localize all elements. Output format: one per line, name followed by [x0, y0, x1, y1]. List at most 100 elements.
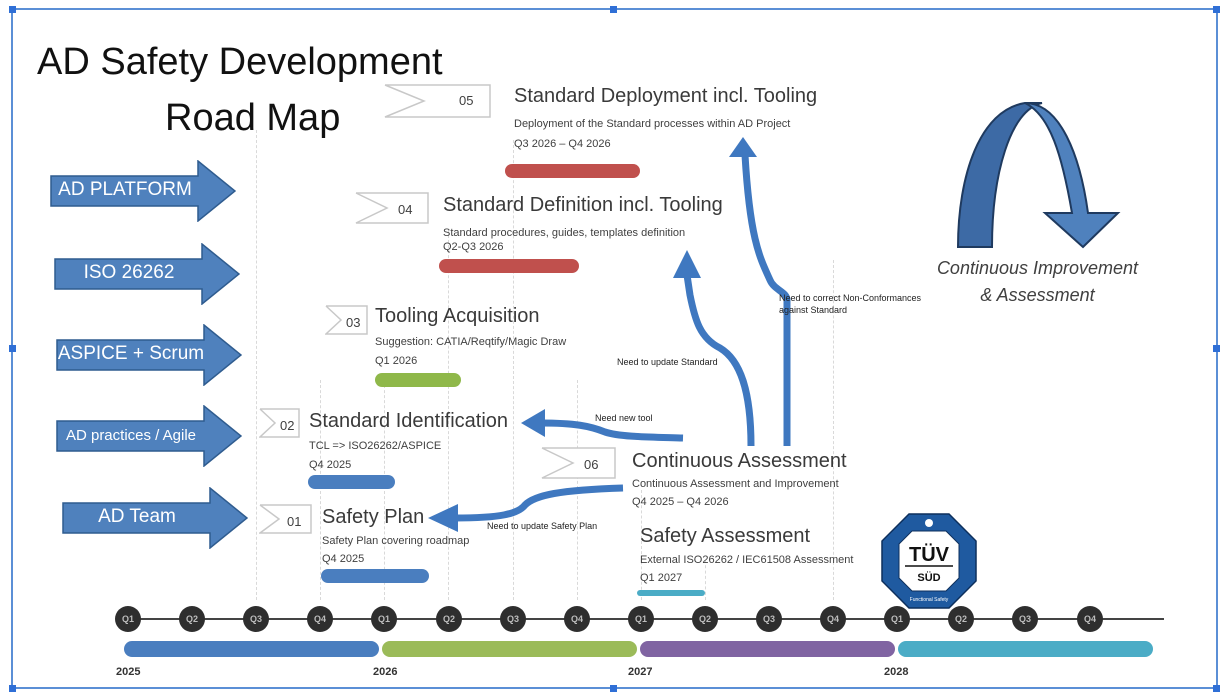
year-label: 2028	[884, 666, 909, 678]
resize-handle-bottom[interactable]	[610, 685, 617, 692]
quarter-marker: Q2	[179, 606, 205, 632]
milestone-date: Q3 2026 – Q4 2026	[514, 138, 611, 150]
arrowhead-up-icon	[729, 137, 757, 157]
quarter-guide	[384, 380, 385, 600]
milestone-number: 02	[280, 418, 295, 433]
resize-handle-top[interactable]	[610, 6, 617, 13]
milestone-bar	[505, 164, 640, 178]
block-arrow-icon	[56, 405, 242, 467]
quarter-guide	[513, 140, 514, 600]
quarter-marker: Q4	[820, 606, 846, 632]
milestone-number: 04	[398, 202, 413, 217]
quarter-marker: Q4	[564, 606, 590, 632]
year-bar-2025	[124, 641, 379, 657]
arrow-update-safety-plan-path	[454, 484, 624, 522]
lane-arrow-iso26262: ISO 26262	[54, 243, 240, 305]
lane-label: AD PLATFORM	[58, 179, 192, 200]
quarter-marker: Q3	[500, 606, 526, 632]
milestone-bar	[439, 259, 579, 273]
quarter-guide	[320, 380, 321, 600]
quarter-marker: Q3	[756, 606, 782, 632]
milestone-title: Standard Identification	[309, 410, 509, 432]
block-arrow-icon	[56, 324, 242, 386]
milestone-number: 06	[584, 457, 599, 472]
milestone-bar	[375, 373, 461, 387]
chevron-tag-icon	[384, 84, 491, 118]
quarter-marker: Q1	[371, 606, 397, 632]
quarter-marker: Q1	[628, 606, 654, 632]
continuous-improvement-arrow-icon	[956, 102, 1121, 249]
lane-label: AD Team	[98, 506, 176, 527]
milestone-number: 01	[287, 514, 302, 529]
milestone-desc: TCL => ISO26262/ASPICE	[309, 440, 442, 452]
milestone-desc: Safety Plan covering roadmap	[322, 535, 470, 547]
milestone-title: Standard Deployment incl. Tooling	[514, 85, 818, 107]
lane-label: ASPICE + Scrum	[57, 343, 205, 364]
quarter-guide	[641, 490, 642, 600]
arrowhead-up-icon	[673, 250, 701, 278]
quarter-guide	[256, 130, 257, 600]
lane-arrow-ad-platform: AD PLATFORM	[50, 160, 236, 222]
resize-handle-top-right[interactable]	[1213, 6, 1220, 13]
milestone-bar	[321, 569, 429, 583]
milestone-date: Q4 2025 – Q4 2026	[632, 496, 729, 508]
resize-handle-left[interactable]	[9, 345, 16, 352]
quarter-marker: Q1	[884, 606, 910, 632]
quarter-marker: Q1	[115, 606, 141, 632]
block-arrow-icon	[54, 243, 240, 305]
milestone-bar	[637, 590, 705, 596]
page-title-line1: AD Safety Development	[37, 41, 443, 83]
year-bar-2028	[898, 641, 1153, 657]
milestone-title: Standard Definition incl. Tooling	[443, 194, 723, 216]
resize-handle-right[interactable]	[1213, 345, 1220, 352]
milestone-bar	[308, 475, 395, 489]
milestone-title: Tooling Acquisition	[375, 305, 540, 327]
lane-label: AD practices / Agile	[65, 427, 197, 444]
arrow-update-standard-path	[683, 274, 755, 447]
arrowhead-left-icon	[428, 504, 458, 532]
note-need-update-standard: Need to update Standard	[617, 357, 718, 367]
chevron-tag-icon	[355, 192, 429, 224]
milestone-date: Q4 2025	[322, 553, 365, 565]
milestone-title: Continuous Assessment	[632, 450, 847, 472]
milestone-date: Q1 2027	[640, 572, 683, 584]
lane-arrow-ad-team: AD Team	[62, 487, 248, 549]
milestone-date: Q4 2025	[309, 459, 352, 471]
ci-line2: & Assessment	[980, 285, 1095, 305]
year-bar-2026	[382, 641, 637, 657]
quarter-guide	[448, 230, 449, 600]
milestone-title: Safety Assessment	[640, 525, 811, 547]
milestone-title: Safety Plan	[322, 506, 425, 528]
svg-text:TÜV: TÜV	[909, 543, 950, 566]
quarter-guide	[833, 260, 834, 600]
quarter-guide	[705, 560, 706, 600]
chevron-tag-icon	[259, 408, 300, 438]
milestone-desc: Standard procedures, guides, templates d…	[443, 227, 686, 239]
year-label: 2026	[373, 666, 398, 678]
milestone-date: Q2-Q3 2026	[443, 241, 504, 253]
note-need-new-tool: Need new tool	[595, 413, 653, 423]
chevron-tag-icon	[259, 504, 312, 534]
milestone-desc: Continuous Assessment and Improvement	[632, 478, 839, 490]
note-correct-nc: Need to correct Non-Conformances against…	[779, 292, 921, 316]
chevron-tag-icon	[325, 305, 368, 335]
milestone-date: Q1 2026	[375, 355, 418, 367]
quarter-marker: Q3	[243, 606, 269, 632]
chevron-tag-icon	[541, 447, 616, 479]
resize-handle-bottom-right[interactable]	[1213, 685, 1220, 692]
quarter-marker: Q3	[1012, 606, 1038, 632]
svg-text:Functional Safety: Functional Safety	[910, 597, 949, 603]
year-bar-2027	[640, 641, 895, 657]
note-line: Need to correct Non-Conformances	[779, 293, 922, 303]
resize-handle-bottom-left[interactable]	[9, 685, 16, 692]
note-need-update-safety-plan: Need to update Safety Plan	[487, 521, 598, 531]
milestone-desc: External ISO26262 / IEC61508 Assessment	[640, 554, 854, 566]
tuv-sud-logo-icon: TÜV SÜD Functional Safety	[881, 513, 977, 609]
arrow-new-tool-path	[539, 419, 684, 442]
milestone-number: 05	[459, 93, 474, 108]
quarter-marker: Q2	[948, 606, 974, 632]
resize-handle-top-left[interactable]	[9, 6, 16, 13]
lane-arrow-ad-practices: AD practices / Agile	[56, 405, 242, 467]
lane-label: ISO 26262	[83, 262, 175, 283]
